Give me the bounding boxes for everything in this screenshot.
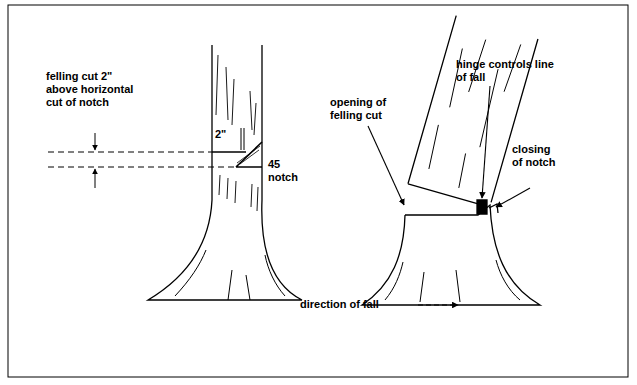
dimension-label: 2" xyxy=(215,128,237,141)
frame xyxy=(8,5,628,377)
felling-cut-label: felling cut 2" above horizontal cut of n… xyxy=(46,70,146,109)
direction-arrow xyxy=(418,304,458,305)
notch-angle-label: 45 notch xyxy=(268,158,304,184)
direction-label: direction of fall xyxy=(300,298,415,311)
dimension-lines xyxy=(48,133,236,188)
hinge-label: hinge controls line of fall xyxy=(456,58,556,84)
closing-label: closing of notch xyxy=(512,143,560,169)
opening-label: opening of felling cut xyxy=(330,96,405,122)
leader-lines xyxy=(368,86,530,305)
